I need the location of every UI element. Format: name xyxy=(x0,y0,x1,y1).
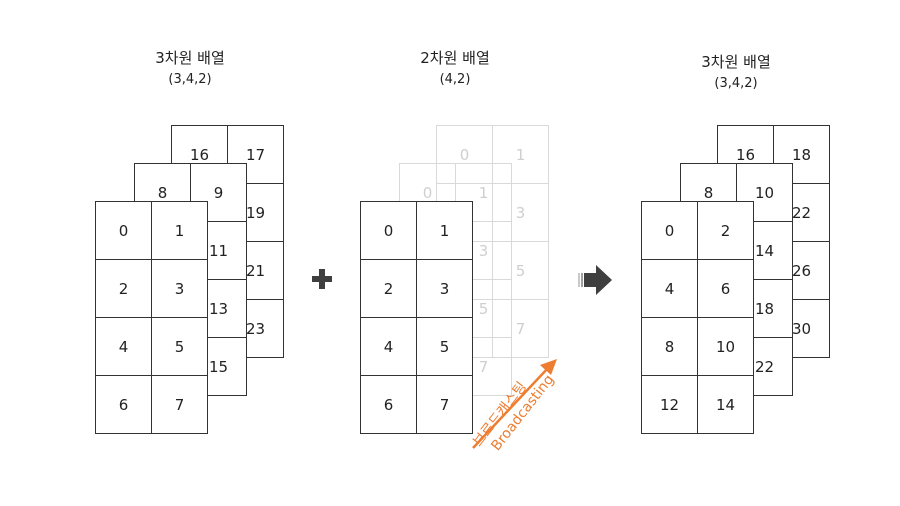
cell: 7 xyxy=(417,376,473,434)
middle-array: 0 1 2 3 4 5 6 7 xyxy=(360,201,473,434)
cell: 18 xyxy=(774,126,830,184)
cell: 1 xyxy=(456,164,512,222)
broadcast-arrow-icon xyxy=(472,359,557,449)
arrow-right-icon xyxy=(578,265,612,295)
left-shape: (3,4,2) xyxy=(168,72,212,87)
cell: 0 xyxy=(642,202,698,260)
cell: 7 xyxy=(493,300,549,358)
cell: 11 xyxy=(191,222,247,280)
cell: 1 xyxy=(417,202,473,260)
cell: 21 xyxy=(228,242,284,300)
cell: 5 xyxy=(456,280,512,338)
cell: 7 xyxy=(152,376,208,434)
left-title: 3차원 배열 (3,4,2) xyxy=(90,47,290,91)
cell: 2 xyxy=(698,202,754,260)
cell: 1 xyxy=(152,202,208,260)
cell: 0 xyxy=(361,202,417,260)
cell: 6 xyxy=(96,376,152,434)
cell: 26 xyxy=(774,242,830,300)
left-layer-front: 0 1 2 3 4 5 6 7 xyxy=(95,201,208,434)
cell: 3 xyxy=(456,222,512,280)
middle-title: 2차원 배열 (4,2) xyxy=(355,47,555,91)
cell: 9 xyxy=(191,164,247,222)
cell: 14 xyxy=(698,376,754,434)
middle-shape: (4,2) xyxy=(439,72,471,87)
cell: 17 xyxy=(228,126,284,184)
cell: 1 xyxy=(493,126,549,184)
cell: 0 xyxy=(437,126,493,184)
cell: 23 xyxy=(228,300,284,358)
cell: 22 xyxy=(737,338,793,396)
cell: 3 xyxy=(417,260,473,318)
cell: 5 xyxy=(152,318,208,376)
cell: 30 xyxy=(774,300,830,358)
left-title-text: 3차원 배열 xyxy=(155,49,225,67)
cell: 10 xyxy=(737,164,793,222)
cell: 4 xyxy=(96,318,152,376)
right-title: 3차원 배열 (3,4,2) xyxy=(636,51,836,95)
cell: 22 xyxy=(774,184,830,242)
cell: 19 xyxy=(228,184,284,242)
cell: 13 xyxy=(191,280,247,338)
cell: 18 xyxy=(737,280,793,338)
cell: 10 xyxy=(698,318,754,376)
cell: 14 xyxy=(737,222,793,280)
cell: 2 xyxy=(96,260,152,318)
cell: 15 xyxy=(191,338,247,396)
cell: 5 xyxy=(493,242,549,300)
plus-icon xyxy=(312,269,332,289)
cell: 8 xyxy=(642,318,698,376)
cell: 6 xyxy=(698,260,754,318)
cell: 5 xyxy=(417,318,473,376)
cell: 4 xyxy=(642,260,698,318)
right-title-text: 3차원 배열 xyxy=(701,53,771,71)
cell: 3 xyxy=(493,184,549,242)
right-layer-front: 0 2 4 6 8 10 12 14 xyxy=(641,201,754,434)
cell: 4 xyxy=(361,318,417,376)
cell: 2 xyxy=(361,260,417,318)
middle-title-text: 2차원 배열 xyxy=(420,49,490,67)
right-shape: (3,4,2) xyxy=(714,76,758,91)
cell: 7 xyxy=(456,338,512,396)
cell: 12 xyxy=(642,376,698,434)
cell: 3 xyxy=(152,260,208,318)
cell: 6 xyxy=(361,376,417,434)
cell: 0 xyxy=(96,202,152,260)
